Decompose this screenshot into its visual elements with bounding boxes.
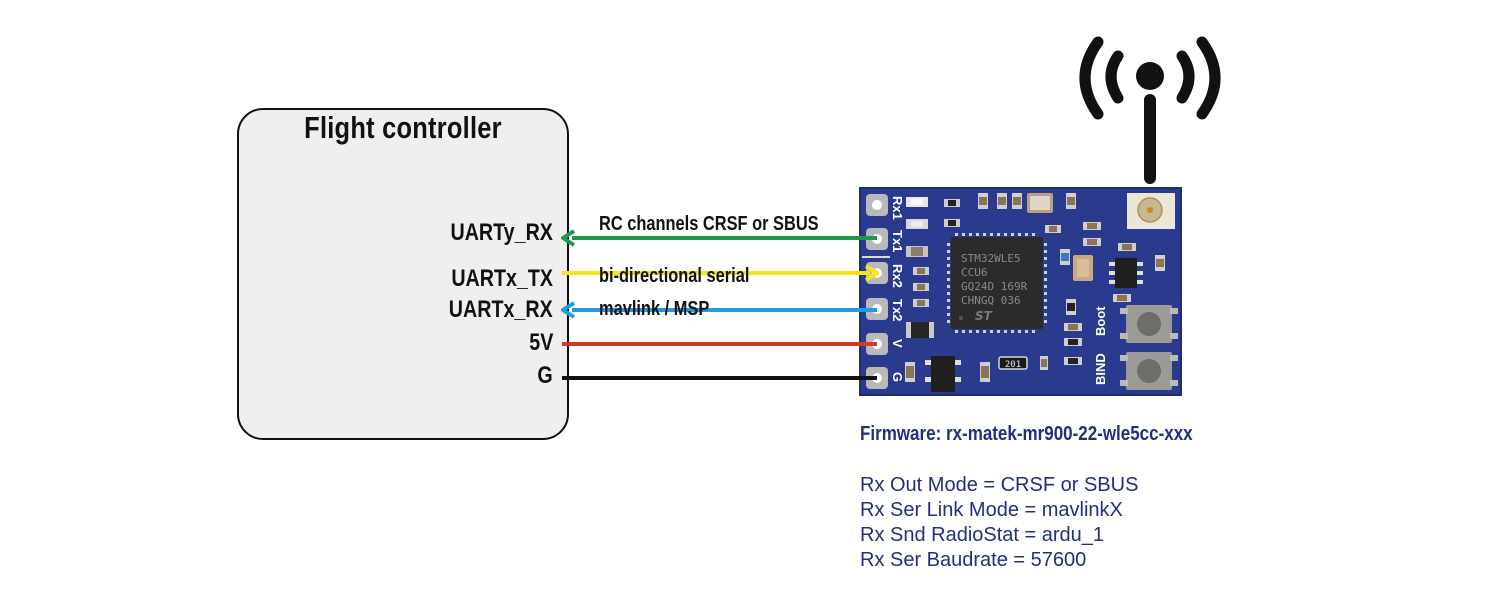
pin-label-5v: 5V [528, 329, 553, 356]
pin-label-uartx-rx: UARTx_RX [449, 296, 553, 323]
arrow-left-icon [561, 229, 576, 247]
pad-rx1 [866, 194, 888, 216]
setting-rx-ser-baudrate: Rx Ser Baudrate = 57600 [860, 549, 1087, 571]
chip-pin [955, 233, 958, 236]
chip-pin [1044, 257, 1047, 260]
chip-pin [1044, 285, 1047, 288]
pad-label-g: G [890, 372, 905, 382]
pad-label-tx1: Tx1 [890, 230, 905, 252]
chip-pin [962, 233, 965, 236]
smd-components [905, 193, 1165, 392]
pad-label-rx2: Rx2 [890, 264, 905, 288]
chip-text-line-3: GQ24D 169R [961, 280, 1028, 293]
arrow-right-icon [864, 264, 879, 282]
receiver-board: Rx1 Tx1 Rx2 Tx2 V G [859, 187, 1182, 396]
chip-pin [1004, 330, 1007, 333]
resistor-code: 201 [1005, 360, 1021, 370]
setting-rx-snd-radiostat: Rx Snd RadioStat = ardu_1 [860, 524, 1105, 546]
pin-label-gnd: G [537, 362, 553, 389]
chip-pin [947, 299, 950, 302]
chip-pin [947, 278, 950, 281]
chip-text-line-1: STM32WLE5 [961, 252, 1021, 265]
wire-label-mavlink-msp: mavlink / MSP [599, 298, 710, 320]
chip-pin [1044, 271, 1047, 274]
chip-pin [976, 330, 979, 333]
chip-pin [947, 306, 950, 309]
pad-label-tx2: Tx2 [890, 299, 905, 321]
chip-pin [997, 233, 1000, 236]
chip-pin [947, 250, 950, 253]
pin-label-uarty-rx: UARTy_RX [450, 219, 553, 246]
chip-pin [947, 243, 950, 246]
chip-pin [1044, 313, 1047, 316]
wire-rc-channels [561, 229, 877, 247]
chip-pin [947, 292, 950, 295]
chip-pin [983, 330, 986, 333]
bind-label: BIND [1093, 353, 1108, 385]
resistor-array: 201 [998, 356, 1028, 370]
chip-pin [1018, 233, 1021, 236]
chip-pin [997, 330, 1000, 333]
wire-label-bidirectional-serial: bi-directional serial [599, 265, 750, 287]
chip-pin [1044, 299, 1047, 302]
mcu-chip: STM32WLE5 CCU6 GQ24D 169R CHNGQ 036 ST [947, 233, 1047, 333]
chip-text-line-4: CHNGQ 036 [961, 294, 1021, 307]
chip-pin [947, 313, 950, 316]
chip-pin [1011, 330, 1014, 333]
chip-pin [1044, 250, 1047, 253]
pad-label-rx1: Rx1 [890, 196, 905, 220]
chip-pin [1044, 320, 1047, 323]
chip-pin [1025, 330, 1028, 333]
chip-text-line-2: CCU6 [961, 266, 988, 279]
chip-pin [947, 257, 950, 260]
chip-pin [990, 233, 993, 236]
flight-controller-box [237, 108, 569, 440]
wire-serial-tx [562, 264, 879, 282]
pad-label-v: V [890, 339, 905, 348]
antenna-signal-icon [1079, 36, 1221, 184]
chip-pin [969, 330, 972, 333]
chip-pin [1025, 233, 1028, 236]
chip-pin [983, 233, 986, 236]
chip-pin [955, 330, 958, 333]
chip-pin [1011, 233, 1014, 236]
firmware-label: Firmware: rx-matek-mr900-22-wle5cc-xxx [860, 423, 1193, 445]
arrow-left-icon [561, 301, 576, 319]
chip-pin [962, 330, 965, 333]
ufl-connector [1127, 193, 1175, 229]
flight-controller-title: Flight controller [304, 110, 502, 145]
chip-pin [976, 233, 979, 236]
chip-pin [1044, 292, 1047, 295]
chip-pin [947, 320, 950, 323]
chip-pin [1018, 330, 1021, 333]
chip-pin [947, 285, 950, 288]
chip-pin [1044, 243, 1047, 246]
st-logo: ST [975, 309, 993, 323]
chip-pin [1044, 306, 1047, 309]
bind-button [1120, 352, 1178, 390]
chip-pin [1044, 264, 1047, 267]
chip-pin [1044, 278, 1047, 281]
wire-serial-rx [561, 301, 877, 319]
boot-button [1120, 305, 1178, 343]
chip-pin [947, 271, 950, 274]
boot-label: Boot [1093, 306, 1108, 336]
chip-pin [1004, 233, 1007, 236]
pin-label-uartx-tx: UARTx_TX [451, 265, 553, 292]
wire-label-rc-channels: RC channels CRSF or SBUS [599, 213, 819, 235]
chip-pin [969, 233, 972, 236]
chip-pin [1032, 330, 1035, 333]
chip-pin [990, 330, 993, 333]
setting-rx-ser-link-mode: Rx Ser Link Mode = mavlinkX [860, 499, 1123, 521]
setting-rx-out-mode: Rx Out Mode = CRSF or SBUS [860, 474, 1139, 496]
chip-pin [947, 264, 950, 267]
chip-pin [1032, 233, 1035, 236]
